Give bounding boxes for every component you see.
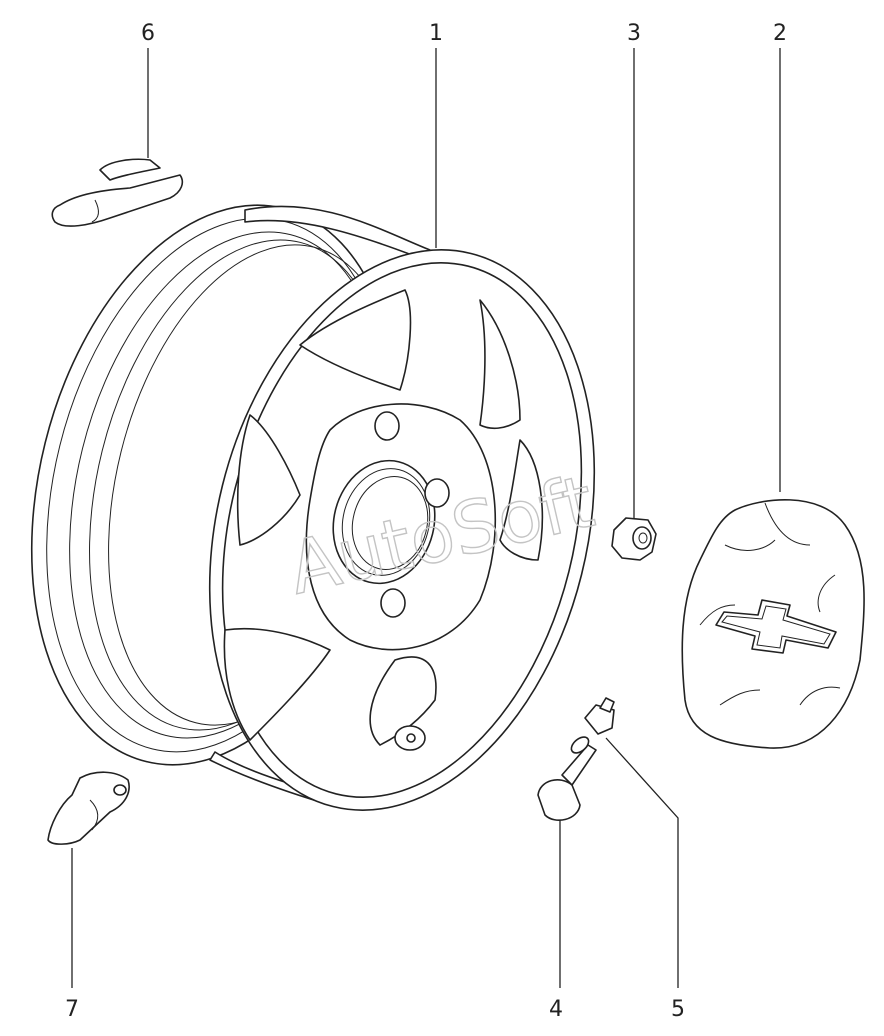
- callout-4: 4: [549, 997, 563, 1022]
- callout-3: 3: [627, 21, 641, 46]
- wheel-nut: [611, 517, 657, 561]
- callout-7: 7: [65, 997, 79, 1022]
- balance-weight-clip-on: [51, 158, 184, 227]
- leader-lines: [71, 48, 781, 988]
- balance-weight-adhesive: [47, 771, 130, 845]
- callout-5: 5: [671, 997, 685, 1022]
- valve-stem: [537, 736, 597, 821]
- center-cap: [681, 499, 865, 749]
- wheel-rim: [30, 204, 596, 811]
- valve-cap: [584, 697, 615, 735]
- callout-1: 1: [429, 21, 443, 46]
- callout-2: 2: [773, 21, 787, 46]
- callout-6: 6: [141, 21, 155, 46]
- callout-labels: 1 2 3 4 5 6 7: [65, 21, 787, 1022]
